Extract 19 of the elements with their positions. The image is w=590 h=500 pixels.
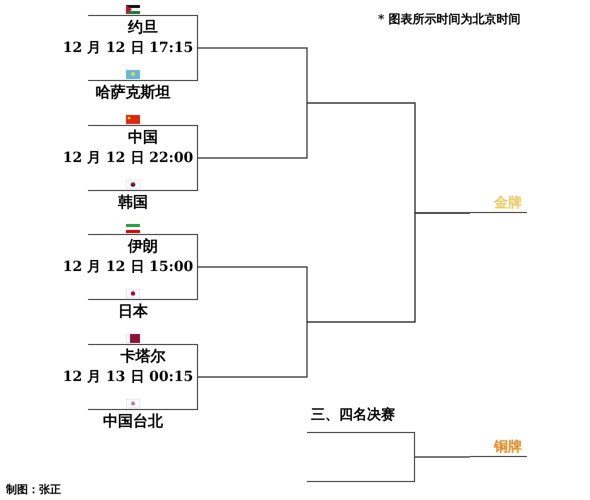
team-name: 日本 [118,301,148,321]
bracket-line [414,456,470,458]
round-heading: 三、四名决赛 [311,406,395,425]
medal-label: 铜牌 [494,438,522,456]
team-name: 中国台北 [103,411,163,431]
team-name: 伊朗 [128,236,158,256]
team-name: 中国 [128,127,158,147]
team-name: 韩国 [118,192,148,212]
bracket-line [198,212,470,378]
team-name: 哈萨克斯坦 [96,82,170,102]
credit-text: 制图：张正 [6,482,61,498]
medal-label: 金牌 [494,194,522,212]
note-text: * 图表所示时间为北京时间 [378,11,520,28]
match-time: 12 月 12 日 22:00 [62,149,194,168]
team-name: 约旦 [128,17,158,37]
match-time: 12 月 12 日 15:00 [62,258,194,277]
match-time: 12 月 13 日 00:15 [62,368,194,387]
team-name: 卡塔尔 [120,346,166,366]
match-time: 12 月 12 日 17:15 [62,39,194,58]
